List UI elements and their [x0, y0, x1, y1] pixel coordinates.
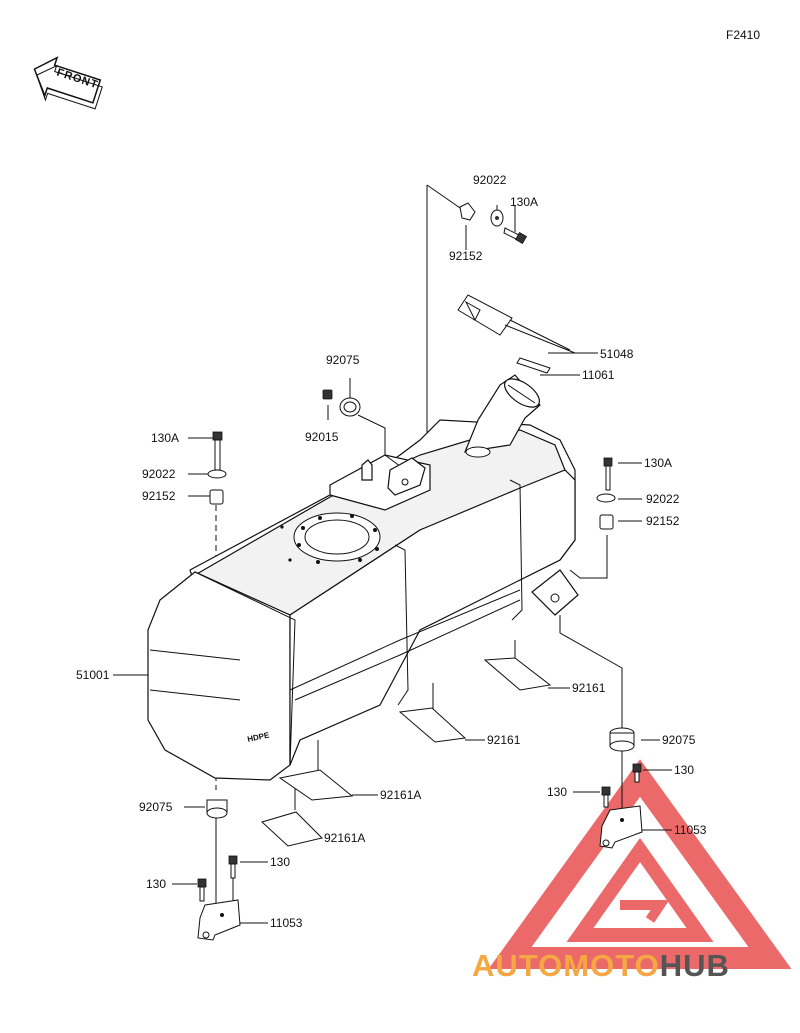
- label-130A-top: 130A: [510, 195, 539, 209]
- watermark-logo: [488, 759, 792, 969]
- fuel-tank: HDPE: [147, 374, 579, 781]
- left-fasteners: [197, 431, 241, 941]
- label-92022-top: 92022: [473, 173, 507, 187]
- label-92161A-b: 92161A: [324, 831, 366, 845]
- label-92161-b: 92161: [487, 733, 521, 747]
- label-92161-a: 92161: [572, 681, 606, 695]
- label-92075-right: 92075: [662, 733, 696, 747]
- label-11053-left: 11053: [270, 916, 303, 930]
- label-92075-top: 92075: [326, 353, 360, 367]
- pads: [261, 657, 552, 847]
- label-130A-right: 130A: [644, 456, 673, 470]
- label-92152-left: 92152: [142, 489, 176, 503]
- top-fasteners: [322, 202, 576, 417]
- label-130-left-1: 130: [270, 855, 291, 869]
- label-11061: 11061: [582, 368, 615, 382]
- label-130A-left: 130A: [151, 431, 180, 445]
- label-51048: 51048: [600, 347, 634, 361]
- diagram-code: F2410: [726, 28, 761, 42]
- label-130-left-2: 130: [146, 877, 167, 891]
- watermark-hub: HUB: [659, 948, 730, 983]
- label-51001: 51001: [76, 668, 110, 682]
- label-92152-top: 92152: [449, 249, 483, 263]
- label-92152-right: 92152: [646, 514, 680, 528]
- label-130-right-1: 130: [674, 763, 695, 777]
- label-11053-right: 11053: [674, 823, 707, 837]
- front-arrow-icon: [33, 56, 103, 110]
- label-92022-right: 92022: [646, 492, 680, 506]
- label-130-right-2: 130: [547, 785, 568, 799]
- label-92161A-a: 92161A: [380, 788, 422, 802]
- label-92015: 92015: [305, 430, 339, 444]
- watermark-auto: AUTO: [472, 948, 564, 983]
- watermark-moto: MOTO: [563, 948, 660, 983]
- watermark-text: AUTOMOTOHUB: [472, 948, 730, 984]
- label-92075-left: 92075: [139, 800, 173, 814]
- label-92022-left: 92022: [142, 467, 176, 481]
- right-fasteners: [596, 457, 643, 849]
